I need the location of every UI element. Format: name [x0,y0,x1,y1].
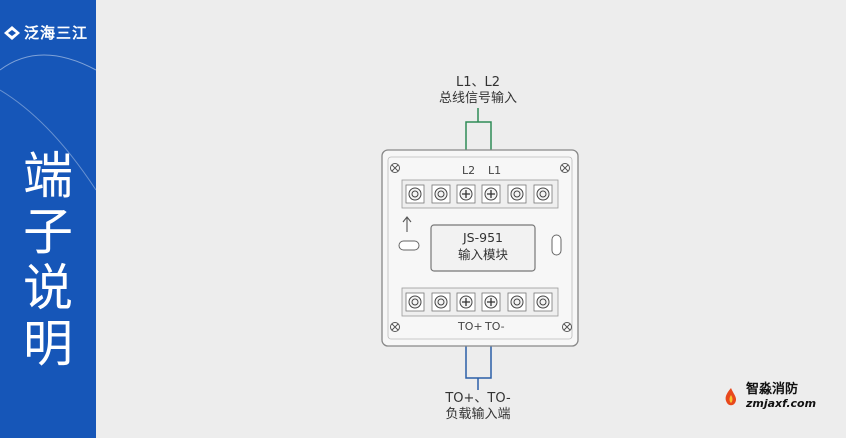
brand-diamond-icon [4,25,20,40]
terminal-screw-cross-icon [481,292,501,312]
flame-logo-icon [725,388,737,406]
terminal-screw-icon [507,292,527,312]
bottom-terminal-block [401,287,559,317]
terminal-screw-icon [405,292,425,312]
terminal-screw-cross-icon [456,292,476,312]
decorative-arc [0,54,96,191]
slot-vertical-icon [551,234,562,256]
terminal-label-l2: L2 [462,164,476,177]
terminal-screw-icon [431,292,451,312]
terminal-screw-cross-icon [481,184,501,204]
module-inner-frame [387,156,573,340]
device-model: JS-951 [463,230,503,245]
terminal-screw-icon [507,184,527,204]
top-input-label: L1、L2 总线信号输入 [428,75,528,107]
terminal-screw-icon [405,184,425,204]
device-label: JS-951 输入模块 [431,229,535,263]
sidebar: 泛海三江 端 子 说 明 [0,0,96,438]
top-input-terminals: L1、L2 [455,75,501,90]
terminal-screw-icon [431,184,451,204]
terminal-screw-icon [533,292,553,312]
corner-screw-icon [560,163,570,173]
terminal-screw-cross-icon [456,184,476,204]
terminal-label-to-minus: TO- [485,320,505,333]
brand-text: 泛海三江 [24,24,89,42]
top-input-desc: 总线信号输入 [438,91,517,106]
title-char: 端 [23,147,73,205]
device-type: 输入模块 [457,247,508,262]
corner-screw-icon [562,322,572,332]
corner-screw-icon [390,163,400,173]
bottom-output-desc: 负载输入端 [445,407,511,422]
bottom-output-terminals: TO+、TO- [445,391,511,406]
label-plate [430,224,536,272]
watermark-name: 智淼消防 [746,382,799,397]
corner-screw-icon [390,322,400,332]
page-title: 端 子 说 明 [16,148,80,372]
title-char: 子 [23,203,73,261]
bottom-output-label: TO+、TO- 负载输入端 [428,391,528,423]
slot-horizontal-icon [398,240,420,251]
watermark-url: zmjaxf.com [746,397,817,410]
terminal-label-to-plus: TO+ [458,320,483,333]
terminal-screw-icon [533,184,553,204]
terminal-label-l1: L1 [488,164,502,177]
brand-logo: 泛海三江 [4,22,88,43]
watermark: 智淼消防 zmjaxf.com [720,383,816,411]
up-arrow-icon [402,216,412,232]
top-wire [465,121,492,150]
bottom-wire [465,346,492,379]
title-char: 明 [23,315,73,373]
top-terminal-block [401,179,559,209]
title-char: 说 [23,259,73,317]
